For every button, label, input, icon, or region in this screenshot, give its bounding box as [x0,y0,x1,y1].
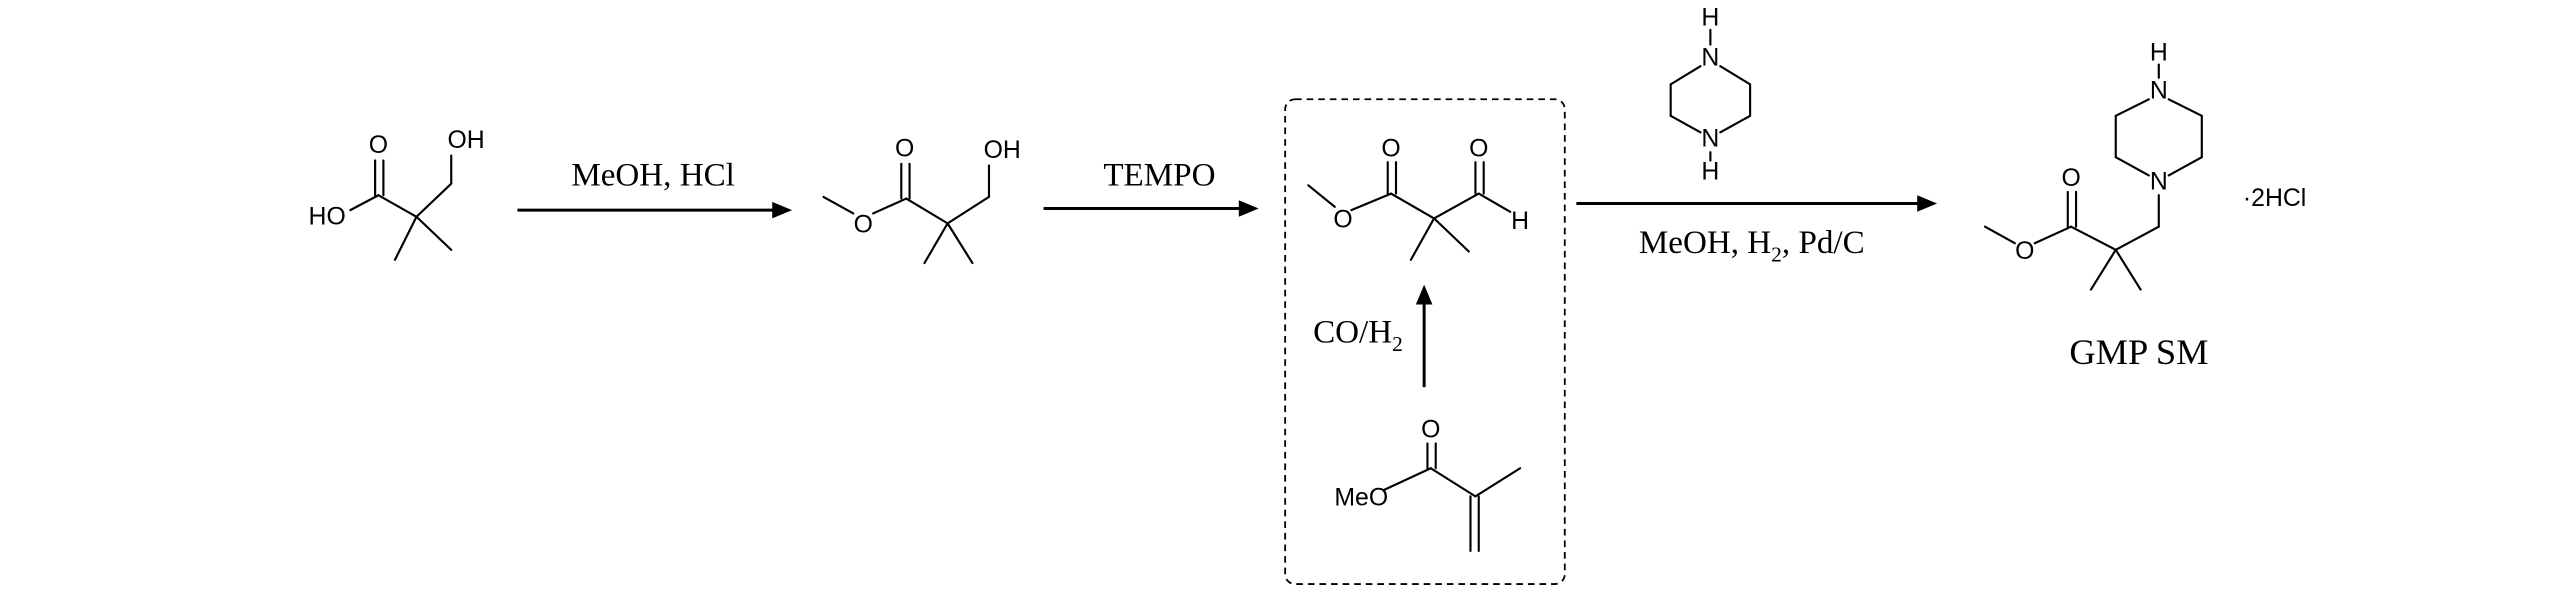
reagent-meoh-h2-pdc: MeOH, H2, Pd/C [1639,225,1865,266]
hydroformylation-arrow: CO/H2 [1313,284,1433,388]
salt-label: ·2HCl [2243,185,2306,212]
atom-h: H [1701,5,1719,32]
hydroxy-acid-molecule: O HO OH [309,127,485,261]
aldehyde-ester-molecule: O O O H [1307,135,1529,261]
atom-o: O [1381,135,1400,162]
atom-n: N [2150,169,2168,196]
reaction-arrow-2: TEMPO [1043,157,1259,217]
atom-h: H [1701,159,1719,186]
atom-o: O [2015,238,2034,265]
reagent-co-h2: CO/H2 [1313,315,1403,356]
piperazine-molecule: H N N H [1669,5,1752,186]
hydroxy-ester-molecule: O O OH [822,135,1021,265]
reaction-arrow-1: MeOH, HCl [517,157,793,219]
atom-o: O [1333,207,1352,234]
atom-n: N [1701,44,1719,71]
methyl-methacrylate-molecule: O MeO [1334,417,1522,553]
reagent-meoh-hcl: MeOH, HCl [571,157,735,193]
atom-o: O [895,135,914,162]
product-molecule: H N N O O ·2HCl GMP SM [1983,39,2306,372]
atom-ho: HO [309,203,346,230]
atom-oh: OH [448,127,485,154]
reagent-tempo: TEMPO [1103,157,1215,193]
atom-h: H [1511,208,1529,235]
atom-o: O [1469,135,1488,162]
atom-n: N [2150,78,2168,105]
atom-o: O [369,132,388,159]
atom-o: O [2061,165,2080,192]
reaction-arrow-3: MeOH, H2, Pd/C [1576,195,1938,266]
atom-h: H [2150,39,2168,66]
alternative-route-box [1284,98,1566,585]
atom-o: O [1421,417,1440,444]
product-name: GMP SM [2069,332,2208,372]
atom-oh: OH [984,137,1021,164]
atom-n: N [1701,125,1719,152]
atom-meo: MeO [1334,485,1388,512]
atom-o: O [854,212,873,239]
